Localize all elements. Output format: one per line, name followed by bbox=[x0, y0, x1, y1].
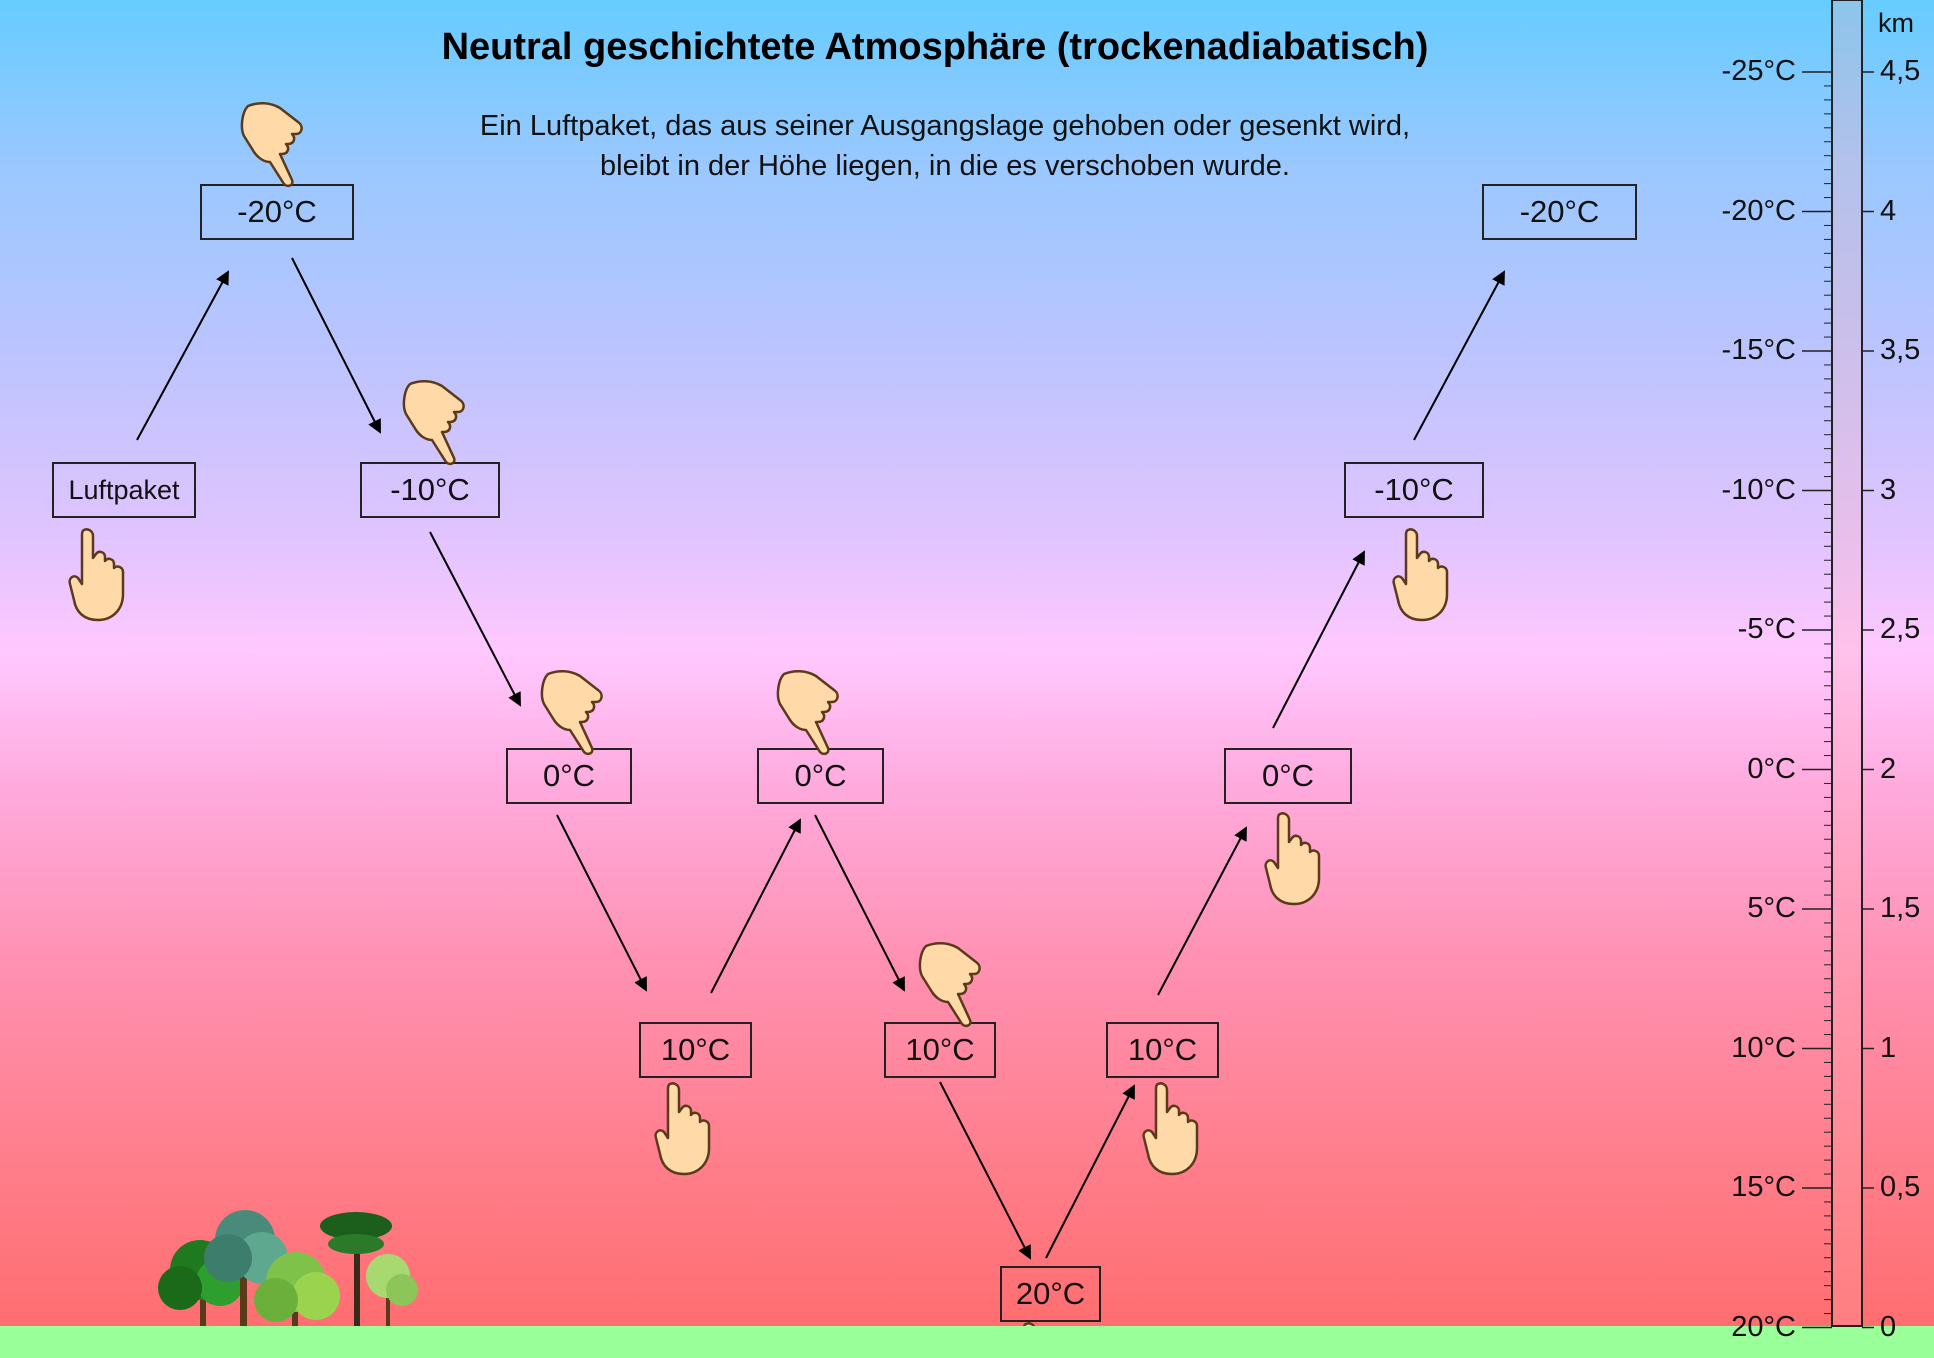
temperature-tick-label: 5°C bbox=[1747, 892, 1796, 924]
height-tick-label: 0 bbox=[1880, 1310, 1897, 1343]
height-tick-label: 2 bbox=[1880, 752, 1897, 785]
temperature-tick-label: -20°C bbox=[1721, 194, 1796, 227]
height-tick-label: 3 bbox=[1880, 473, 1897, 506]
scale-unit-label: km bbox=[1878, 8, 1914, 38]
arrow-down bbox=[291, 257, 381, 434]
temperature-tick-label: -10°C bbox=[1721, 473, 1796, 506]
tree-icon bbox=[366, 1254, 418, 1328]
arrow-up bbox=[1045, 1084, 1135, 1259]
temperature-tick-label: 20°C bbox=[1731, 1310, 1796, 1343]
temperature-box: 10°C bbox=[1106, 1022, 1219, 1078]
tree-icon bbox=[320, 1212, 392, 1328]
temperature-box: -20°C bbox=[1482, 184, 1637, 240]
temperature-tick-label: 10°C bbox=[1731, 1031, 1796, 1064]
temperature-tick-label: -5°C bbox=[1737, 613, 1796, 645]
arrow-down bbox=[814, 814, 905, 992]
temperature-box: 0°C bbox=[506, 748, 632, 804]
temperature-tick-label: 0°C bbox=[1747, 752, 1796, 785]
subtitle-line-2: bleibt in der Höhe liegen, in die es ver… bbox=[600, 150, 1290, 182]
height-tick-label: 3,5 bbox=[1880, 334, 1921, 366]
air-parcel-box: Luftpaket bbox=[52, 462, 196, 518]
height-tick-label: 4,5 bbox=[1880, 55, 1921, 87]
height-tick-label: 1,5 bbox=[1880, 892, 1921, 924]
arrow-up bbox=[1413, 270, 1505, 441]
arrow-up bbox=[1157, 826, 1247, 996]
arrow-down bbox=[429, 531, 521, 707]
height-tick-label: 2,5 bbox=[1880, 613, 1921, 645]
tree-icon bbox=[204, 1210, 288, 1328]
height-tick-label: 0,5 bbox=[1880, 1171, 1921, 1203]
arrow-up bbox=[1272, 550, 1365, 729]
subtitle-line-1: Ein Luftpaket, das aus seiner Ausgangsla… bbox=[479, 110, 1411, 142]
arrow-up bbox=[710, 818, 801, 994]
temperature-box: 10°C bbox=[884, 1022, 996, 1078]
temperature-box: 20°C bbox=[1000, 1266, 1101, 1322]
temperature-box: -20°C bbox=[200, 184, 354, 240]
temperature-box: 10°C bbox=[639, 1022, 752, 1078]
diagram-subtitle: Ein Luftpaket, das aus seiner Ausgangsla… bbox=[360, 106, 1530, 186]
arrow-up bbox=[136, 270, 229, 441]
ground-strip bbox=[0, 1326, 1934, 1358]
diagram-title: Neutral geschichtete Atmosphäre (trocken… bbox=[441, 26, 1429, 68]
temperature-box: -10°C bbox=[360, 462, 500, 518]
height-tick-label: 4 bbox=[1880, 194, 1897, 227]
arrow-down bbox=[939, 1081, 1031, 1260]
temperature-box: -10°C bbox=[1344, 462, 1484, 518]
temperature-box: 0°C bbox=[1224, 748, 1352, 804]
temperature-tick-label: -15°C bbox=[1721, 334, 1796, 366]
height-tick-label: 1 bbox=[1880, 1031, 1897, 1064]
temperature-tick-label: -25°C bbox=[1721, 55, 1796, 87]
temperature-tick-label: 15°C bbox=[1731, 1171, 1796, 1203]
arrow-down bbox=[556, 814, 647, 992]
tree-icon bbox=[254, 1252, 340, 1328]
